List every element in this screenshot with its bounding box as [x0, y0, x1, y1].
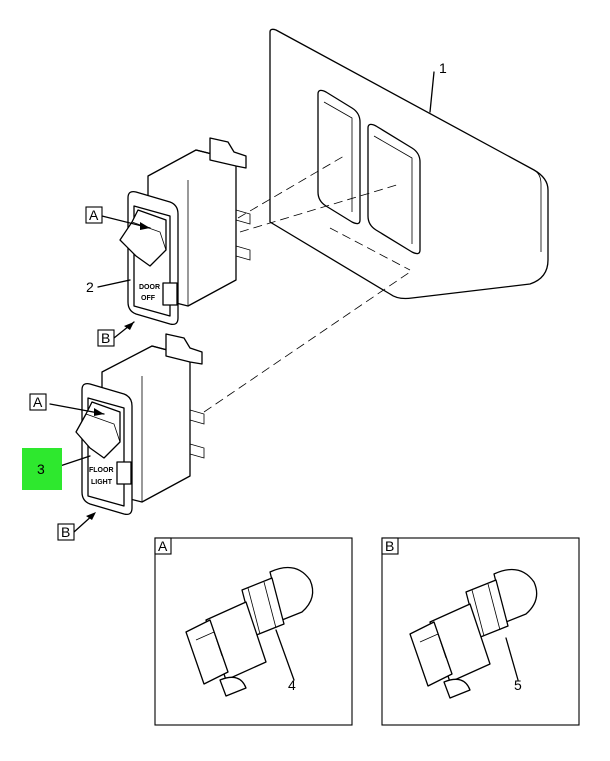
switch-floor-light: FLOOR LIGHT — [75, 333, 205, 516]
callout-5: 5 — [514, 677, 522, 693]
switch-clip — [162, 282, 178, 306]
view-ref-b-lower: B — [61, 524, 70, 540]
switch-clip — [116, 461, 132, 485]
alignment-lines — [203, 155, 411, 413]
arrow-head — [124, 322, 134, 330]
switch-legend-line1: FLOOR — [89, 467, 114, 474]
view-ref-b-upper-box — [97, 329, 115, 347]
callout-3-highlight[interactable] — [22, 448, 62, 490]
switch-legend-line2: OFF — [141, 295, 156, 302]
callout-2: 2 — [86, 279, 94, 295]
detail-view-b-title: B — [385, 538, 394, 554]
callout-4: 4 — [288, 677, 296, 693]
view-ref-a-upper-box — [85, 206, 103, 224]
bulb-item-5 — [409, 568, 538, 699]
view-ref-a-lower: A — [33, 394, 43, 410]
switch-legend-line1: DOOR — [139, 284, 160, 291]
view-ref-a-lower-box — [29, 393, 47, 411]
bulb-item-4 — [185, 566, 314, 697]
arrow-head — [94, 408, 104, 416]
switch-door: DOOR OFF — [119, 137, 251, 326]
arrow-head — [140, 222, 150, 230]
arrow-head — [86, 512, 96, 520]
detail-view-a-title: A — [158, 538, 168, 554]
view-ref-b-upper: B — [101, 330, 110, 346]
callout-1: 1 — [439, 60, 447, 76]
bezel-panel — [269, 28, 549, 300]
view-ref-b-lower-box — [57, 523, 75, 541]
detail-view-a: A 4 — [154, 537, 353, 726]
view-ref-a-upper: A — [89, 207, 99, 223]
leaders — [49, 71, 519, 681]
callout-3: 3 — [37, 461, 45, 477]
detail-view-b: B 5 — [381, 537, 580, 726]
switch-legend-line2: LIGHT — [91, 479, 113, 486]
